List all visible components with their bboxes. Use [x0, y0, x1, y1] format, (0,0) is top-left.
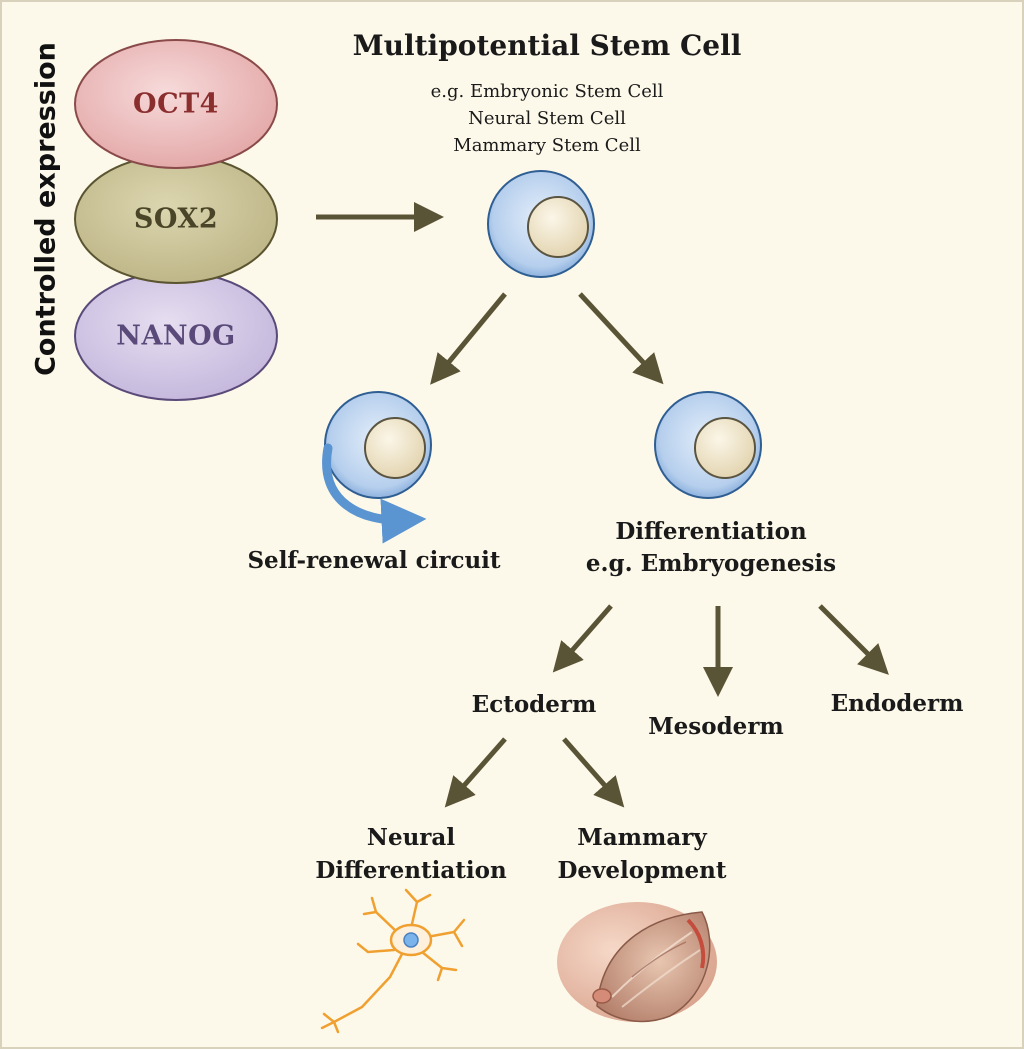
- arrow-to-endoderm: [818, 604, 889, 675]
- mesoderm-label: Mesoderm: [648, 713, 784, 740]
- endoderm-label: Endoderm: [830, 690, 964, 717]
- stem-cell: [487, 170, 595, 278]
- self-renewal-label: Self-renewal circuit: [247, 547, 501, 574]
- sox2-label: SOX2: [133, 203, 219, 235]
- stem-cell-title: Multipotential Stem Cell: [352, 29, 742, 62]
- controlled-expression-label: Controlled expression: [30, 42, 62, 376]
- arrow-stem-to-renewal: [430, 292, 507, 385]
- mammary-label-line2: Development: [557, 857, 727, 884]
- differentiation-label: Differentiation: [615, 518, 807, 545]
- self-renewal-cell: [322, 391, 432, 544]
- neural-label-line2: Differentiation: [315, 857, 507, 884]
- arrow-stem-to-differentiation: [578, 292, 664, 385]
- ectoderm-label: Ectoderm: [471, 691, 597, 718]
- arrow-to-ectoderm: [552, 604, 613, 673]
- stem-example-2: Neural Stem Cell: [468, 108, 626, 129]
- mammary-label-line1: Mammary: [577, 824, 707, 851]
- embryogenesis-label: e.g. Embryogenesis: [585, 550, 837, 577]
- oct4-label: OCT4: [133, 88, 219, 120]
- nanog-label: NANOG: [116, 320, 236, 352]
- neural-label-line1: Neural: [366, 824, 456, 851]
- stem-example-3: Mammary Stem Cell: [453, 135, 641, 156]
- differentiation-cell: [654, 391, 762, 499]
- arrow-to-neural: [444, 737, 507, 808]
- mammary-illustration: [557, 902, 717, 1023]
- neuron-illustration: [320, 888, 466, 1034]
- stem-example-1: e.g. Embryonic Stem Cell: [430, 81, 664, 102]
- arrow-to-mammary: [562, 737, 625, 808]
- self-renewal-arrow: [322, 443, 427, 544]
- oct4-oval: [74, 39, 278, 169]
